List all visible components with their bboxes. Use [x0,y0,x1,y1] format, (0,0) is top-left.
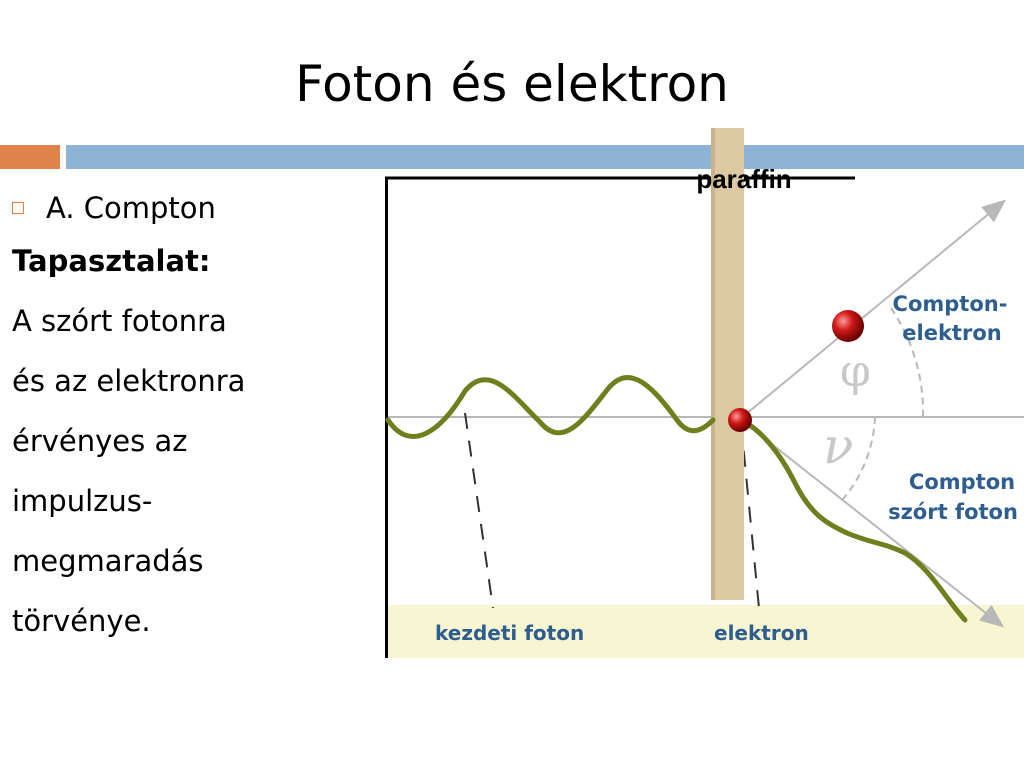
body-line-5: megmaradás [12,544,204,578]
body-line-3: érvényes az [12,424,188,458]
phi-angle-arc [890,307,925,418]
slide-title: Foton és elektron [295,55,729,113]
phi-symbol: φ [840,346,871,397]
body-line-2: és az elektronra [12,364,246,398]
content-text: A. Compton Tapasztalat: A szórt fotonra … [12,178,372,658]
bullet-text: A. Compton [46,191,216,225]
compton-photon-label-2: szórt foton [888,500,1018,524]
experience-heading: Tapasztalat: [12,244,211,278]
compton-photon-label-1: Compton [909,470,1015,494]
compton-scattering-diagram: paraffin φ ν Compton- elektron Compton s… [385,128,1024,658]
electron-at-rest-icon [728,408,752,432]
nu-symbol: ν [823,417,853,475]
compton-electron-label-1: Compton- [893,292,1008,316]
photon-direction-arrow [739,418,1005,628]
paraffin-label: paraffin [696,164,791,194]
body-line-4: impulzus- [12,484,153,518]
initial-photon-guide-line [464,412,494,609]
paraffin-slab-edge [711,128,715,600]
compton-electron-icon [832,310,864,342]
paraffin-slab [711,128,744,600]
incident-photon-wave [385,375,716,439]
initial-photon-label: kezdeti foton [435,621,584,645]
scattered-photon-wave [737,417,968,623]
body-line-1: A szórt fotonra [12,304,227,338]
bottom-label-band [388,605,1024,658]
square-bullet-icon [12,202,24,214]
body-line-6: törvénye. [12,604,151,638]
accent-bar-orange [0,145,60,169]
bullet-item: A. Compton [12,178,372,238]
accent-bar-blue [66,145,1024,169]
electron-label: elektron [714,621,809,645]
compton-electron-label-2: elektron [902,321,1001,345]
electron-direction-arrow [739,199,1007,420]
